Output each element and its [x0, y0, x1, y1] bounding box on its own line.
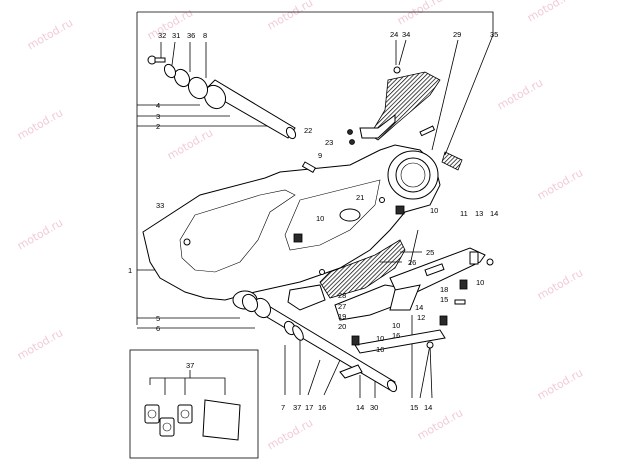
- watermark: motod.ru: [15, 216, 65, 252]
- watermark: motod.ru: [15, 326, 65, 362]
- fittings: [183, 197, 405, 246]
- watermark: motod.ru: [495, 76, 545, 112]
- label-26: 26: [408, 258, 416, 267]
- watermark: motod.ru: [25, 16, 75, 52]
- label-36: 36: [187, 31, 195, 40]
- watermark: motod.ru: [15, 106, 65, 142]
- label-16-c: 16: [318, 403, 326, 412]
- label-13: 13: [475, 209, 483, 218]
- inset-box: [129, 349, 259, 459]
- label-11: 11: [460, 209, 468, 218]
- watermark: motod.ru: [415, 406, 465, 442]
- part-labels: 32 31 36 8 24 34 29 35 4 3 2 22 23 9 33 …: [128, 30, 498, 412]
- label-17: 17: [305, 403, 313, 412]
- label-34: 34: [402, 30, 410, 39]
- label-29: 29: [453, 30, 461, 39]
- label-9: 9: [318, 151, 322, 160]
- label-20: 20: [338, 322, 346, 331]
- label-28: 28: [338, 291, 346, 300]
- slider-16: [339, 329, 446, 379]
- label-27: 27: [338, 302, 346, 311]
- label-7: 7: [281, 403, 285, 412]
- top-bracket: [347, 66, 463, 171]
- label-1: 1: [128, 266, 132, 275]
- label-3: 3: [156, 112, 160, 121]
- label-2: 2: [156, 122, 160, 131]
- label-8: 8: [203, 31, 207, 40]
- label-16-b: 16: [376, 345, 384, 354]
- axle-upper: [147, 55, 297, 140]
- label-35: 35: [490, 30, 498, 39]
- watermark: motod.ru: [265, 0, 315, 33]
- label-10-a: 10: [316, 214, 324, 223]
- label-19: 19: [338, 312, 346, 321]
- watermark: motod.ru: [165, 126, 215, 162]
- label-33: 33: [156, 201, 164, 210]
- label-21: 21: [356, 193, 364, 202]
- label-31: 31: [172, 31, 180, 40]
- label-10-d: 10: [392, 321, 400, 330]
- label-14-b: 14: [415, 303, 423, 312]
- watermark: motod.ru: [535, 366, 585, 402]
- label-15-a: 15: [440, 295, 448, 304]
- swingarm: [142, 144, 441, 310]
- label-16-a: 16: [392, 331, 400, 340]
- label-15-b: 15: [410, 403, 418, 412]
- label-37-a: 37: [293, 403, 301, 412]
- watermark: motod.ru: [535, 166, 585, 202]
- label-10-b: 10: [430, 206, 438, 215]
- watermark: motod.ru: [535, 266, 585, 302]
- label-30: 30: [370, 403, 378, 412]
- label-22: 22: [304, 126, 312, 135]
- label-5: 5: [156, 314, 160, 323]
- label-12: 12: [417, 313, 425, 322]
- label-4: 4: [156, 101, 160, 110]
- watermark: motod.ru: [525, 0, 575, 25]
- label-14-a: 14: [490, 209, 498, 218]
- label-10-c: 10: [476, 278, 484, 287]
- label-18: 18: [440, 285, 448, 294]
- label-10-e: 10: [376, 334, 384, 343]
- label-14-c: 14: [356, 403, 364, 412]
- watermark: motod.ru: [265, 416, 315, 452]
- label-23: 23: [325, 138, 333, 147]
- bolt-9: [301, 161, 317, 174]
- label-24: 24: [390, 30, 398, 39]
- label-32: 32: [158, 31, 166, 40]
- label-6: 6: [156, 324, 160, 333]
- watermark: motod.ru: [395, 0, 445, 28]
- label-25: 25: [426, 248, 434, 257]
- label-37-b: 37: [186, 361, 194, 370]
- label-14-d: 14: [424, 403, 432, 412]
- side-plate: [389, 247, 494, 326]
